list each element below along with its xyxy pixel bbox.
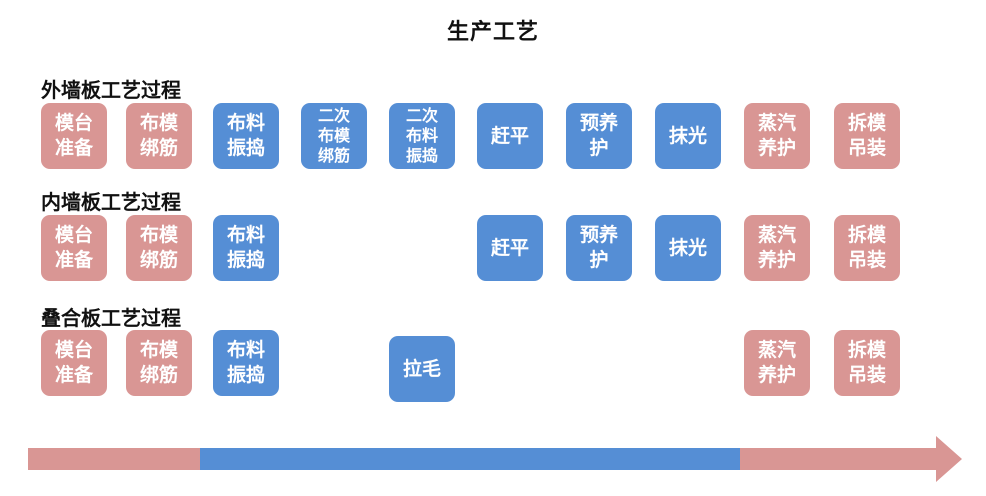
step-screed: 赶平 (477, 103, 543, 169)
step-pre-cure: 预养 护 (566, 215, 632, 281)
step-trowel: 抹光 (655, 215, 721, 281)
row-label-exterior-wall: 外墙板工艺过程 (41, 78, 181, 102)
arrow-segment-start (28, 448, 200, 470)
step-second-formwork-rebar: 二次 布模 绑筋 (301, 103, 367, 169)
row-label-interior-wall: 内墙板工艺过程 (41, 190, 181, 214)
step-formwork-rebar: 布模 绑筋 (126, 330, 192, 396)
step-formwork-rebar: 布模 绑筋 (126, 103, 192, 169)
step-mold-table-prep: 模台 准备 (41, 330, 107, 396)
step-steam-cure: 蒸汽 养护 (744, 330, 810, 396)
step-pour-vibrate: 布料 振捣 (213, 215, 279, 281)
step-steam-cure: 蒸汽 养护 (744, 103, 810, 169)
step-pre-cure: 预养 护 (566, 103, 632, 169)
step-mold-table-prep: 模台 准备 (41, 215, 107, 281)
diagram-title: 生产工艺 (446, 20, 539, 45)
step-demold-lift: 拆模 吊装 (834, 215, 900, 281)
arrow-segment-middle (200, 448, 740, 470)
step-roughen: 拉毛 (389, 336, 455, 402)
step-second-pour-vibrate: 二次 布料 振捣 (389, 103, 455, 169)
process-flow-arrow (28, 436, 962, 482)
step-pour-vibrate: 布料 振捣 (213, 330, 279, 396)
step-pour-vibrate: 布料 振捣 (213, 103, 279, 169)
step-trowel: 抹光 (655, 103, 721, 169)
step-formwork-rebar: 布模 绑筋 (126, 215, 192, 281)
row-label-composite-slab: 叠合板工艺过程 (41, 306, 181, 330)
step-mold-table-prep: 模台 准备 (41, 103, 107, 169)
step-screed: 赶平 (477, 215, 543, 281)
step-steam-cure: 蒸汽 养护 (744, 215, 810, 281)
step-demold-lift: 拆模 吊装 (834, 330, 900, 396)
arrow-segment-end (740, 436, 962, 482)
step-demold-lift: 拆模 吊装 (834, 103, 900, 169)
